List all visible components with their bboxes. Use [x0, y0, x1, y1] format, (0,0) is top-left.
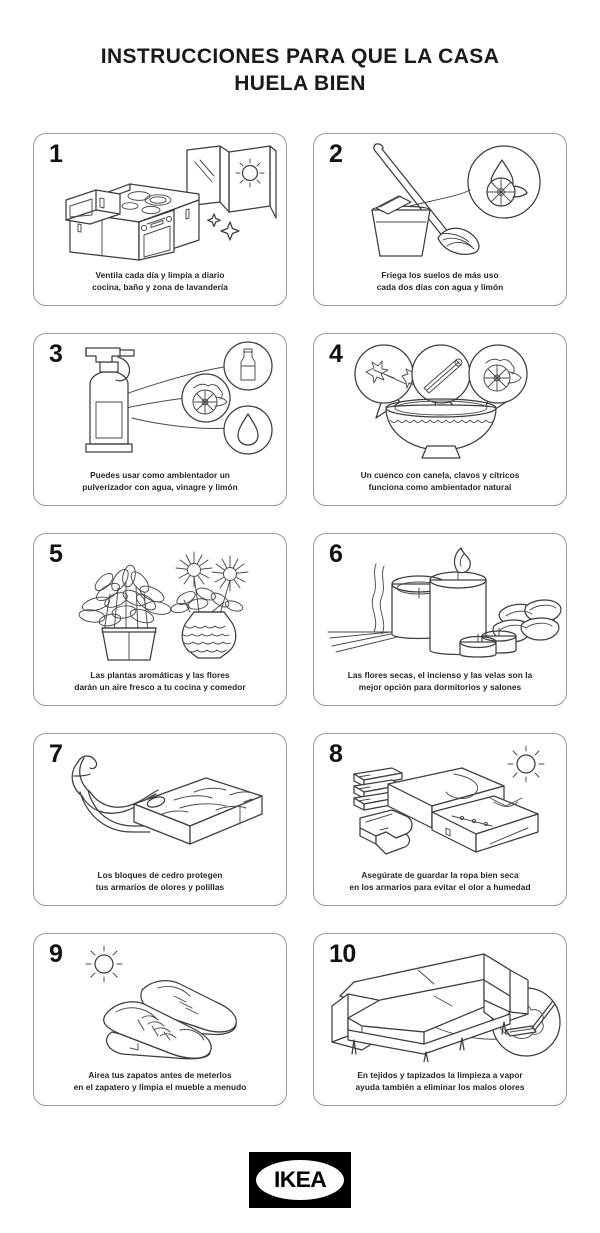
- instruction-card-2[interactable]: 2: [313, 133, 567, 306]
- caption-line-1: Las plantas aromáticas y las flores: [90, 670, 230, 681]
- card-caption: Airea tus zapatos antes de meterlos en e…: [41, 1070, 279, 1094]
- card-caption: Puedes usar como ambientador un pulveriz…: [41, 470, 279, 494]
- card-caption: Un cuenco con canela, clavos y cítricos …: [321, 470, 559, 494]
- instruction-card-10[interactable]: 10: [313, 933, 567, 1106]
- caption-line-2: ayuda también a eliminar los malos olore…: [355, 1082, 525, 1093]
- card-number: 7: [49, 740, 63, 768]
- caption-line-1: Asegúrate de guardar la ropa bien seca: [361, 870, 519, 881]
- page-title: INSTRUCCIONES PARA QUE LA CASA HUELA BIE…: [0, 0, 600, 98]
- card-number: 5: [49, 540, 63, 568]
- sofa-with-steam-cleaner-callout-icon: [314, 940, 566, 1062]
- instruction-cards-grid: 1: [33, 133, 567, 1106]
- instruction-card-4[interactable]: 4: [313, 333, 567, 506]
- ikea-logo-text: IKEA: [273, 1166, 327, 1192]
- caption-line-1: Friega los suelos de más uso: [381, 270, 499, 281]
- candles-incense-sticks-and-dried-petals-icon: [314, 540, 566, 662]
- page-title-line-2: HUELA BIEN: [234, 71, 366, 95]
- caption-line-1: Las flores secas, el incienso y las vela…: [347, 670, 533, 681]
- card-caption: En tejidos y tapizados la limpieza a vap…: [321, 1070, 559, 1094]
- spray-bottle-with-vinegar-lemon-and-water-callouts-icon: [34, 340, 286, 462]
- caption-line-1: Los bloques de cedro protegen: [97, 870, 223, 881]
- page-title-line-1: INSTRUCCIONES PARA QUE LA CASA: [100, 45, 500, 68]
- card-caption: Las flores secas, el incienso y las vela…: [321, 670, 559, 694]
- bowl-with-cloves-cinnamon-and-citrus-callouts-icon: [314, 340, 566, 462]
- caption-line-2: en los armarios para evitar el olor a hu…: [349, 882, 531, 893]
- caption-line-1: En tejidos y tapizados la limpieza a vap…: [357, 1070, 523, 1081]
- card-caption: Ventila cada día y limpia a diario cocin…: [41, 270, 279, 294]
- cedar-block-with-cord-icon: [34, 740, 286, 862]
- card-number: 4: [329, 340, 343, 368]
- card-caption: Friega los suelos de más uso cada dos dí…: [321, 270, 559, 294]
- instruction-card-9[interactable]: 9: [33, 933, 287, 1106]
- mop-and-bucket-with-water-drop-and-lemon-callout-icon: [314, 140, 566, 262]
- card-number: 8: [329, 740, 343, 768]
- pair-of-sneakers-with-sun-icon: [34, 940, 286, 1062]
- potted-herb-plant-and-flower-vase-icon: [34, 540, 286, 662]
- caption-line-1: Puedes usar como ambientador un: [90, 470, 230, 481]
- card-caption: Los bloques de cedro protegen tus armari…: [41, 870, 279, 894]
- instruction-card-3[interactable]: 3: [33, 333, 287, 506]
- ikea-logo: IKEA: [249, 1152, 351, 1208]
- card-number: 10: [329, 940, 356, 968]
- caption-line-2: mejor opción para dormitorios y salones: [358, 682, 522, 693]
- card-number: 6: [329, 540, 343, 568]
- caption-line-2: pulverizador con agua, vinagre y limón: [82, 482, 238, 493]
- instruction-card-8[interactable]: 8: [313, 733, 567, 906]
- card-number: 9: [49, 940, 63, 968]
- card-caption: Las plantas aromáticas y las flores dará…: [41, 670, 279, 694]
- caption-line-2: tus armarios de olores y polillas: [95, 882, 225, 893]
- caption-line-2: darán un aire fresco a tu cocina y comed…: [74, 682, 246, 693]
- folded-clothes-with-sun-icon: [314, 740, 566, 862]
- kitchen-with-open-window-and-sun-icon: [34, 140, 286, 262]
- caption-line-1: Airea tus zapatos antes de meterlos: [88, 1070, 232, 1081]
- instruction-card-1[interactable]: 1: [33, 133, 287, 306]
- caption-line-2: cada dos días con agua y limón: [376, 282, 504, 293]
- caption-line-2: en el zapatero y limpia el mueble a menu…: [73, 1082, 247, 1093]
- instruction-card-7[interactable]: 7: [33, 733, 287, 906]
- caption-line-2: cocina, baño y zona de lavandería: [92, 282, 228, 293]
- card-caption: Asegúrate de guardar la ropa bien seca e…: [321, 870, 559, 894]
- caption-line-1: Un cuenco con canela, clavos y cítricos: [360, 470, 520, 481]
- card-number: 1: [49, 140, 63, 168]
- instruction-card-6[interactable]: 6: [313, 533, 567, 706]
- caption-line-2: funciona como ambientador natural: [368, 482, 512, 493]
- caption-line-1: Ventila cada día y limpia a diario: [95, 270, 225, 281]
- card-number: 3: [49, 340, 63, 368]
- card-number: 2: [329, 140, 343, 168]
- instruction-card-5[interactable]: 5: [33, 533, 287, 706]
- ikea-logo-ellipse: IKEA: [256, 1160, 344, 1200]
